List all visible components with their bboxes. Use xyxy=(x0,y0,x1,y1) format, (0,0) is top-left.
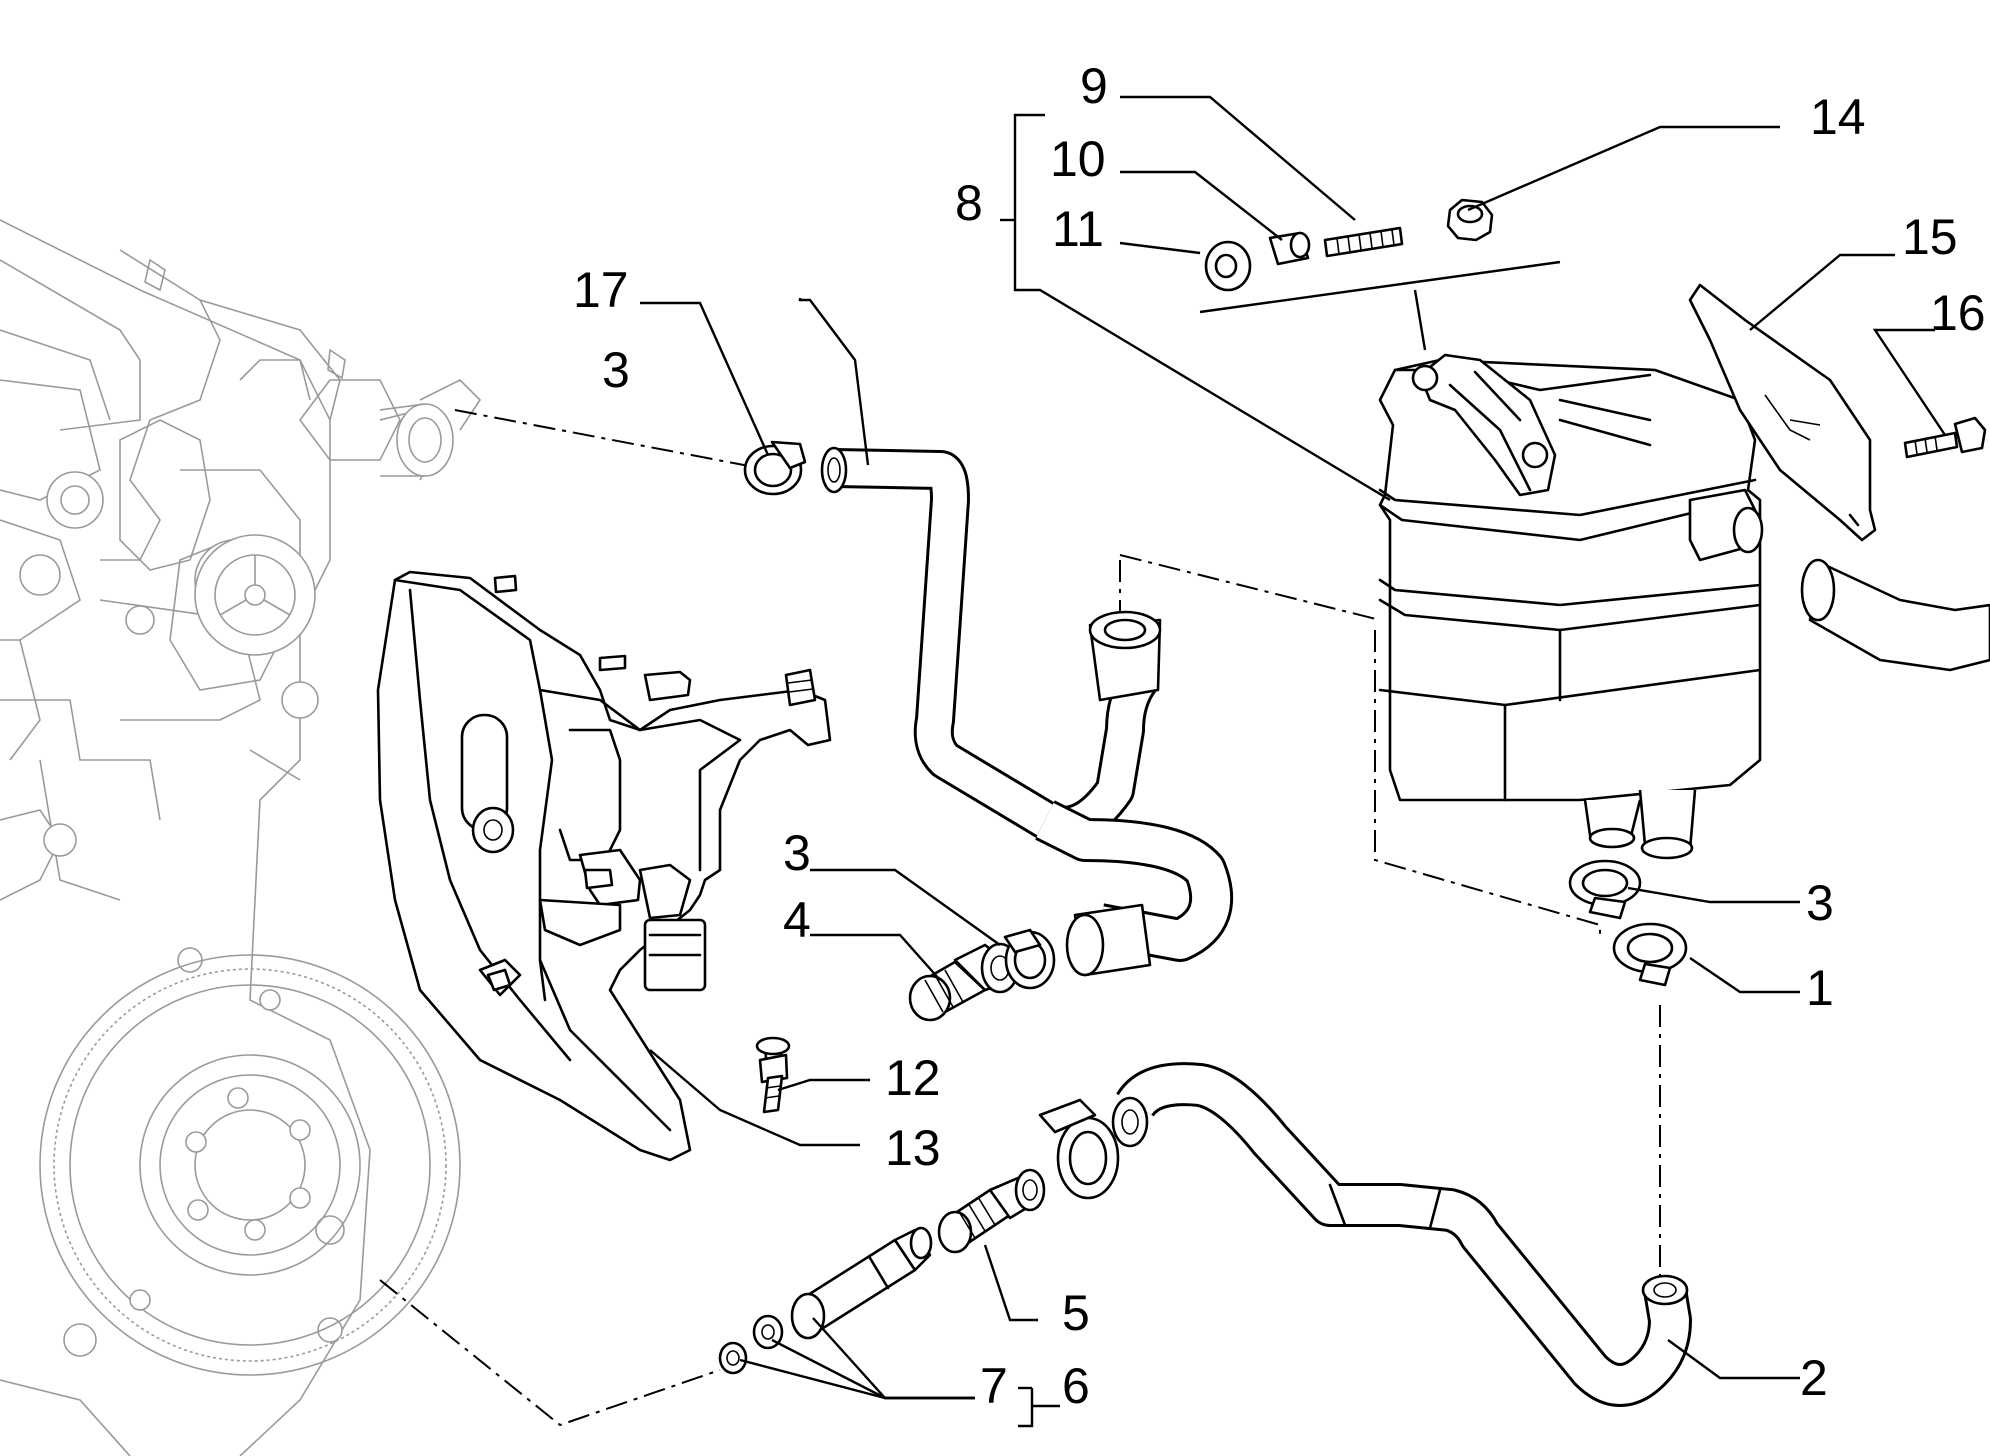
callout-16: 16 xyxy=(1930,285,1986,341)
upper-right-hose xyxy=(1800,558,1990,672)
clamp-3-middle xyxy=(1003,928,1056,990)
fitting-5 xyxy=(937,1168,1046,1254)
assembly-lines xyxy=(379,409,1661,1427)
callout-15: 15 xyxy=(1902,209,1958,265)
bolt-16 xyxy=(1903,416,1987,459)
callout-6: 6 xyxy=(1062,1358,1090,1414)
washers-7 xyxy=(718,1314,784,1375)
fitting-4 xyxy=(908,942,1020,1022)
bolt-12 xyxy=(755,1036,791,1114)
hose-2 xyxy=(1111,1062,1692,1407)
nut-14 xyxy=(1446,198,1494,242)
thermostat-housing xyxy=(194,403,454,656)
clamp-3-upper xyxy=(743,440,807,496)
leader-lines xyxy=(640,95,1946,1428)
clamp-hose-2 xyxy=(1038,1098,1120,1200)
callout-9: 9 xyxy=(1080,58,1108,114)
hose-17 xyxy=(820,446,1234,977)
clamp-1 xyxy=(1612,922,1688,987)
callout-11: 11 xyxy=(1052,201,1104,257)
callout-3-upper: 3 xyxy=(602,342,630,398)
expansion-tank xyxy=(1378,353,1764,860)
callout-14: 14 xyxy=(1810,89,1866,145)
callout-1: 1 xyxy=(1806,960,1834,1016)
pipe-6 xyxy=(790,1226,933,1340)
spacer-10 xyxy=(1268,231,1311,266)
callout-7: 7 xyxy=(980,1358,1008,1414)
callout-5: 5 xyxy=(1062,1285,1090,1341)
callout-17: 17 xyxy=(573,262,629,318)
flywheel xyxy=(39,954,461,1376)
callouts: 9 14 10 8 11 15 17 16 3 3 4 3 1 12 13 5 … xyxy=(573,58,1986,1414)
callout-13: 13 xyxy=(885,1120,941,1176)
callout-10: 10 xyxy=(1050,131,1106,187)
callout-12: 12 xyxy=(885,1050,941,1106)
clamp-3-right xyxy=(1568,859,1642,920)
callout-8: 8 xyxy=(955,175,983,231)
grommet-11 xyxy=(1204,240,1252,292)
stud-9 xyxy=(1323,226,1404,258)
housing-13 xyxy=(376,570,832,1162)
callout-3-right: 3 xyxy=(1806,875,1834,931)
callout-4: 4 xyxy=(783,892,811,948)
callout-3-middle: 3 xyxy=(783,825,811,881)
bracket-15 xyxy=(1688,283,1877,542)
callout-2: 2 xyxy=(1800,1350,1828,1406)
